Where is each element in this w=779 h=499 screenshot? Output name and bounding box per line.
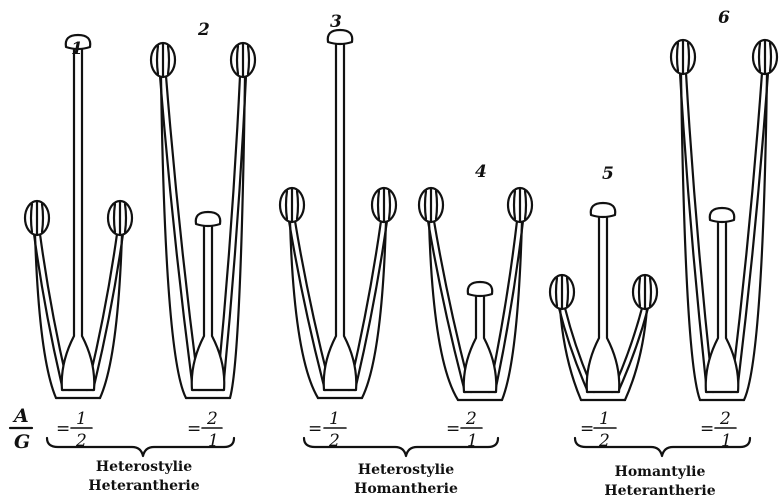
figure-number-6: 6 bbox=[718, 8, 730, 28]
figure-number-2: 2 bbox=[197, 20, 210, 40]
group-1-caption-line1: Heterostylie bbox=[96, 459, 192, 475]
ratio-3: = 1 2 bbox=[308, 409, 346, 451]
flower-2-anther-left bbox=[151, 43, 175, 77]
flower-1-anther-right bbox=[108, 201, 132, 235]
flower-5-anther-left bbox=[550, 275, 574, 309]
flower-5 bbox=[550, 203, 657, 400]
svg-text:1: 1 bbox=[599, 409, 610, 429]
flower-6 bbox=[671, 40, 777, 400]
ratio-label-a-over-g: A G bbox=[10, 405, 32, 453]
flower-drawings bbox=[25, 30, 777, 400]
flower-6-anther-right bbox=[753, 40, 777, 74]
svg-text:1: 1 bbox=[76, 409, 87, 429]
flower-6-anther-left bbox=[671, 40, 695, 74]
group-2-caption-line2: Homantherie bbox=[354, 481, 458, 497]
flower-3-pistil bbox=[324, 30, 357, 390]
svg-text:=: = bbox=[446, 419, 460, 439]
flower-4-pistil bbox=[464, 282, 497, 392]
svg-text:G: G bbox=[14, 431, 30, 453]
svg-text:1: 1 bbox=[329, 409, 340, 429]
flower-6-pistil bbox=[706, 208, 739, 392]
flower-3-anther-right bbox=[372, 188, 396, 222]
flower-4-anther-right bbox=[508, 188, 532, 222]
ratio-4: = 2 1 bbox=[446, 409, 482, 451]
svg-text:=: = bbox=[580, 419, 594, 439]
flower-5-anther-right bbox=[633, 275, 657, 309]
svg-text:=: = bbox=[700, 419, 714, 439]
svg-text:2: 2 bbox=[719, 409, 731, 429]
group-3-caption-line2: Heterantherie bbox=[604, 483, 715, 499]
svg-text:=: = bbox=[187, 419, 201, 439]
group-1-caption-line2: Heterantherie bbox=[88, 478, 199, 494]
svg-text:=: = bbox=[56, 419, 70, 439]
svg-text:=: = bbox=[308, 419, 322, 439]
ratio-1: = 1 2 bbox=[56, 409, 92, 451]
flower-1-pistil bbox=[62, 35, 95, 390]
flower-2 bbox=[151, 43, 255, 398]
flower-2-anther-right bbox=[231, 43, 255, 77]
svg-text:2: 2 bbox=[206, 409, 218, 429]
figure-number-4: 4 bbox=[475, 162, 487, 182]
flower-2-pistil bbox=[192, 212, 225, 390]
group-3-caption-line1: Homantylie bbox=[615, 464, 706, 480]
flower-3 bbox=[280, 30, 396, 398]
flower-4-anther-left bbox=[419, 188, 443, 222]
flower-1-anther-left bbox=[25, 201, 49, 235]
group-2-caption-line1: Heterostylie bbox=[358, 462, 454, 478]
svg-text:2: 2 bbox=[465, 409, 477, 429]
flower-3-anther-left bbox=[280, 188, 304, 222]
flower-4 bbox=[419, 188, 532, 400]
figure-number-3: 3 bbox=[330, 12, 342, 32]
figure-number-5: 5 bbox=[602, 164, 614, 184]
flower-5-pistil bbox=[587, 203, 620, 392]
figure-number-1: 1 bbox=[71, 39, 83, 59]
svg-text:A: A bbox=[12, 405, 29, 427]
ratio-6: = 2 1 bbox=[700, 409, 736, 451]
flower-1 bbox=[25, 35, 132, 398]
ratio-2: = 2 1 bbox=[187, 409, 222, 451]
ratio-5: = 1 2 bbox=[580, 409, 616, 451]
